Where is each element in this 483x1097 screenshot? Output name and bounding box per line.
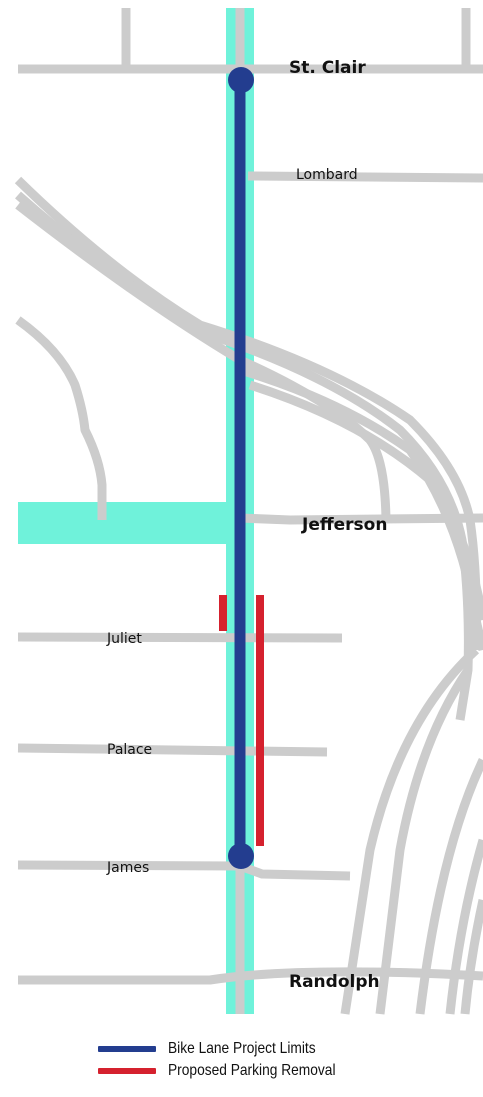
legend-item-parking-removal: Proposed Parking Removal [98,1060,478,1082]
road-jefferson-east [239,513,483,525]
freeway-curve-d [445,838,483,1015]
project-limit-north-marker [228,67,254,93]
street-map: St. Clair Lombard Jefferson Juliet Palac… [14,8,483,1015]
road-palace [17,743,328,757]
legend-swatch-parking-removal [98,1068,156,1074]
label-palace: Palace [107,742,152,758]
legend-label-parking-removal: Proposed Parking Removal [168,1062,336,1079]
road-randolph [18,967,483,985]
freeway-curve-e [460,899,483,1015]
label-st-clair: St. Clair [289,58,366,78]
road-lombard [247,171,483,183]
parking-removal [219,595,264,846]
legend-swatch-project-limits [98,1046,156,1052]
map-legend: Bike Lane Project Limits Proposed Parkin… [98,1038,478,1082]
road-james [17,860,351,881]
freeway-1 [14,176,481,651]
street-labels: St. Clair Lombard Jefferson Juliet Palac… [106,58,387,992]
project-limit-south-marker [228,843,254,869]
label-lombard: Lombard [296,167,358,183]
road-juliet [17,632,343,643]
freeway-ramp-inner [15,201,391,521]
freeway-curve-c [415,758,483,1015]
legend-item-project-limits: Bike Lane Project Limits [98,1038,478,1060]
freeway-3 [238,365,483,652]
label-james: James [106,860,149,876]
legend-label-project-limits: Bike Lane Project Limits [168,1040,316,1057]
freeway-curve-a [340,646,480,1015]
label-juliet: Juliet [106,631,142,647]
freeway-4 [248,380,483,621]
project-limits [228,67,254,869]
road-network [14,8,483,1015]
label-jefferson: Jefferson [301,515,387,535]
freeway-curve-b [375,667,472,1015]
label-randolph: Randolph [289,972,380,992]
road-west-branch [15,316,107,520]
